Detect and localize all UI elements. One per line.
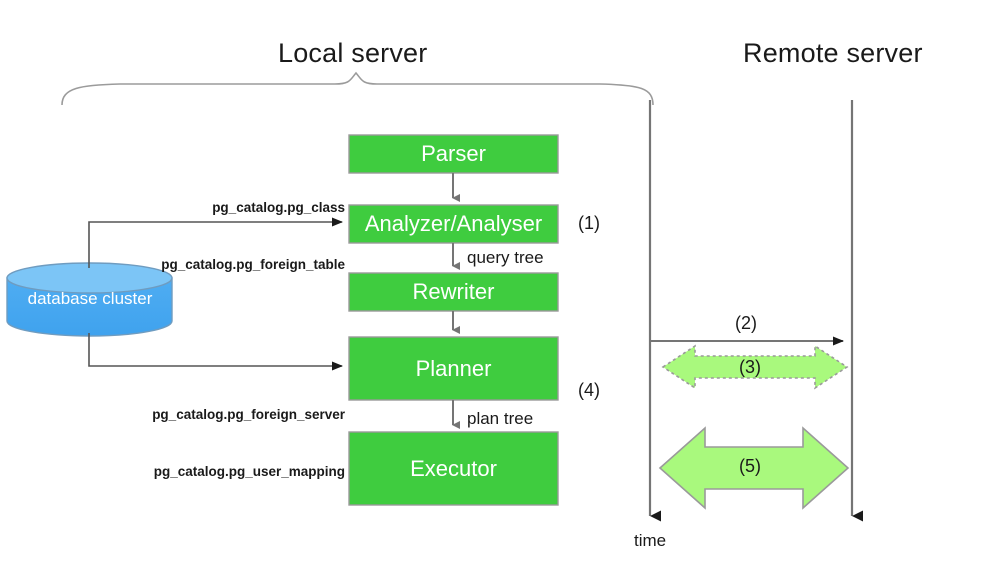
- exchange-arrow-3: [661, 344, 849, 390]
- stage-box-executor[interactable]: [348, 431, 559, 506]
- catalog-label-analyzer-line-1: pg_catalog.pg_class: [212, 200, 345, 215]
- catalog-label-analyzer: pg_catalog.pg_class pg_catalog.pg_foreig…: [20, 160, 345, 312]
- step-marker-4: (4): [578, 380, 600, 400]
- flow-label-query-tree: query tree: [467, 248, 544, 267]
- local-server-title: Local server: [278, 38, 428, 68]
- step-marker-1: (1): [578, 213, 600, 233]
- local-server-brace: [61, 71, 654, 106]
- catalog-label-analyzer-line-2: pg_catalog.pg_foreign_table: [161, 257, 345, 272]
- exchange-arrow-5: [658, 426, 850, 510]
- database-cluster-cylinder[interactable]: [6, 262, 173, 337]
- flow-label-plan-tree: plan tree: [467, 409, 534, 428]
- stage-box-rewriter[interactable]: [348, 272, 559, 312]
- catalog-link-analyzer: [88, 217, 343, 268]
- catalog-label-planner-line-2: pg_catalog.pg_user_mapping: [153, 464, 345, 479]
- stage-box-parser[interactable]: [348, 134, 559, 174]
- step-marker-5: (5): [739, 456, 761, 476]
- catalog-link-planner: [88, 333, 343, 371]
- catalog-label-planner-line-1: pg_catalog.pg_foreign_server: [152, 407, 345, 422]
- stage-box-analyzer[interactable]: [348, 204, 559, 244]
- step-marker-2: (2): [735, 313, 757, 333]
- catalog-label-planner: pg_catalog.pg_foreign_server pg_catalog.…: [20, 367, 345, 519]
- stage-box-planner[interactable]: [348, 336, 559, 401]
- database-cluster-label: database cluster: [27, 289, 153, 308]
- remote-server-title: Remote server: [743, 38, 923, 68]
- step-marker-3: (3): [739, 357, 761, 377]
- time-axis-label: time: [634, 531, 667, 550]
